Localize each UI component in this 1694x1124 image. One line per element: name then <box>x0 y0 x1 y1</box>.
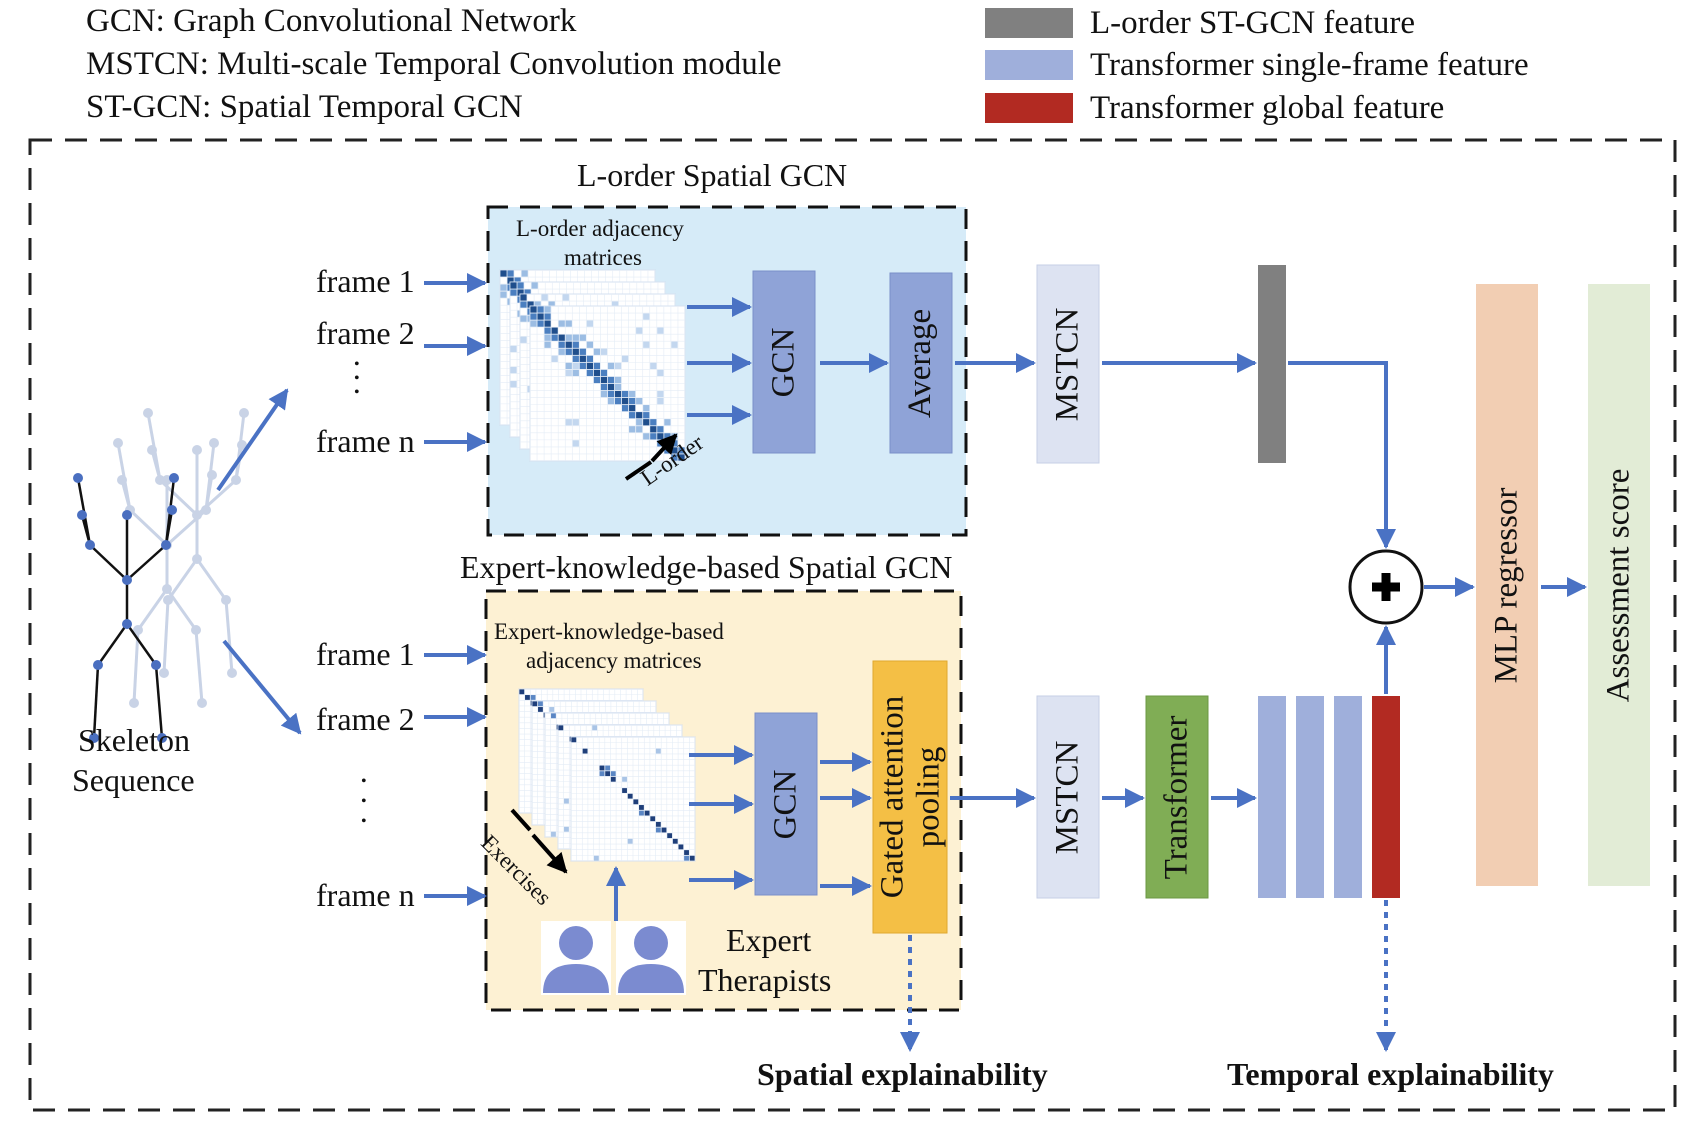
expert-matrices-label-line1: Expert-knowledge-based <box>494 619 724 644</box>
lower-frame-dots: • • • <box>361 773 367 830</box>
pooling-label-line1: Gated attention <box>874 695 911 899</box>
lorder-matrix-4 <box>529 305 686 462</box>
gated-attention-pooling-box <box>872 660 948 934</box>
pooling-label-line2: pooling <box>910 746 947 848</box>
upper-mstcn-label: MSTCN <box>1049 307 1086 421</box>
upper-frame-1: frame 1 <box>316 263 415 299</box>
mlp-regressor-box <box>1476 284 1538 886</box>
expert-therapist-icon <box>541 921 686 995</box>
lower-mstcn-label-box: MSTCN <box>1037 696 1099 898</box>
skeleton-label-line2: Sequence <box>72 762 195 798</box>
legend-stgcn: ST-GCN: Spatial Temporal GCN <box>86 89 523 125</box>
expert-label-line1: Expert <box>726 922 812 958</box>
upper-frame-n: frame n <box>316 423 415 459</box>
lower-mstcn-label: MSTCN <box>1049 740 1086 854</box>
legend-gcn: GCN: Graph Convolutional Network <box>86 3 577 39</box>
lower-frame-n: frame n <box>316 877 415 913</box>
expert-label-line2: Therapists <box>698 962 832 998</box>
skeleton-figure <box>73 408 249 743</box>
lower-frame-2: frame 2 <box>316 701 415 737</box>
upper-gcn-label: GCN <box>765 327 802 397</box>
lorder-matrices <box>499 269 686 462</box>
legend-mstcn: MSTCN: Multi-scale Temporal Convolution … <box>86 46 782 82</box>
pooling-label-box: Gated attention pooling <box>873 661 947 933</box>
lower-gcn-label: GCN <box>767 769 804 839</box>
legend-swatch-single-frame <box>985 50 1073 80</box>
single-frame-feature-1 <box>1258 696 1286 898</box>
upper-gcn-label-box: GCN <box>753 271 815 453</box>
temporal-explainability-label: Temporal explainability <box>1227 1056 1554 1092</box>
expert-matrix-5 <box>570 736 696 862</box>
expert-matrices-label-line2: adjacency matrices <box>526 648 702 673</box>
legend-swatch-global <box>985 93 1073 123</box>
lower-gcn-box <box>754 712 818 896</box>
mlp-label: MLP regressor <box>1488 487 1525 683</box>
lower-mstcn-box <box>1036 695 1100 899</box>
transformer-box <box>1145 695 1209 899</box>
upper-mstcn-box <box>1036 264 1100 464</box>
upper-mstcn-label-box: MSTCN <box>1037 265 1099 463</box>
mlp-label-box: MLP regressor <box>1476 284 1538 886</box>
pooling-label: Gated attention pooling <box>874 696 946 899</box>
expert-panel-title: Expert-knowledge-based Spatial GCN <box>460 549 953 585</box>
upper-frame-dots: • • • <box>354 356 360 401</box>
legend-single-frame-label: Transformer single-frame feature <box>1090 47 1529 83</box>
plus-icon <box>1372 573 1400 601</box>
lorder-panel-title: L-order Spatial GCN <box>577 157 848 193</box>
single-frame-feature-3 <box>1334 696 1362 898</box>
score-label-box: Assessment score <box>1588 284 1650 886</box>
average-label-box: Average <box>890 273 952 453</box>
single-frame-feature-2 <box>1296 696 1324 898</box>
exercises-axis-arrow <box>510 808 568 874</box>
expert-matrices <box>518 688 696 862</box>
upper-frame-2: frame 2 <box>316 315 415 351</box>
outer-boundary <box>28 138 1677 1112</box>
lower-frame-1: frame 1 <box>316 636 415 672</box>
lorder-matrices-label-line2: matrices <box>564 245 642 270</box>
legend-global-label: Transformer global feature <box>1090 90 1445 126</box>
flow-arrows <box>216 273 1587 1052</box>
lorder-stgcn-feature <box>1258 265 1286 463</box>
transformer-label-box: Transformer <box>1146 696 1208 898</box>
score-label: Assessment score <box>1600 468 1637 702</box>
upper-gcn-box <box>752 270 816 454</box>
average-label: Average <box>902 308 939 418</box>
global-feature <box>1372 696 1400 898</box>
legend-swatch-lorder <box>985 8 1073 38</box>
skeleton-label-line1: Skeleton <box>78 722 190 758</box>
lorder-axis-arrow <box>624 433 678 481</box>
transformer-label: Transformer <box>1158 715 1195 879</box>
spatial-explainability-label: Spatial explainability <box>757 1056 1048 1092</box>
average-box <box>889 272 953 454</box>
assessment-score-box <box>1588 284 1650 886</box>
legend-lorder-label: L-order ST-GCN feature <box>1090 5 1416 41</box>
lower-gcn-label-box: GCN <box>755 713 817 895</box>
lorder-matrices-label-line1: L-order adjacency <box>516 216 684 241</box>
